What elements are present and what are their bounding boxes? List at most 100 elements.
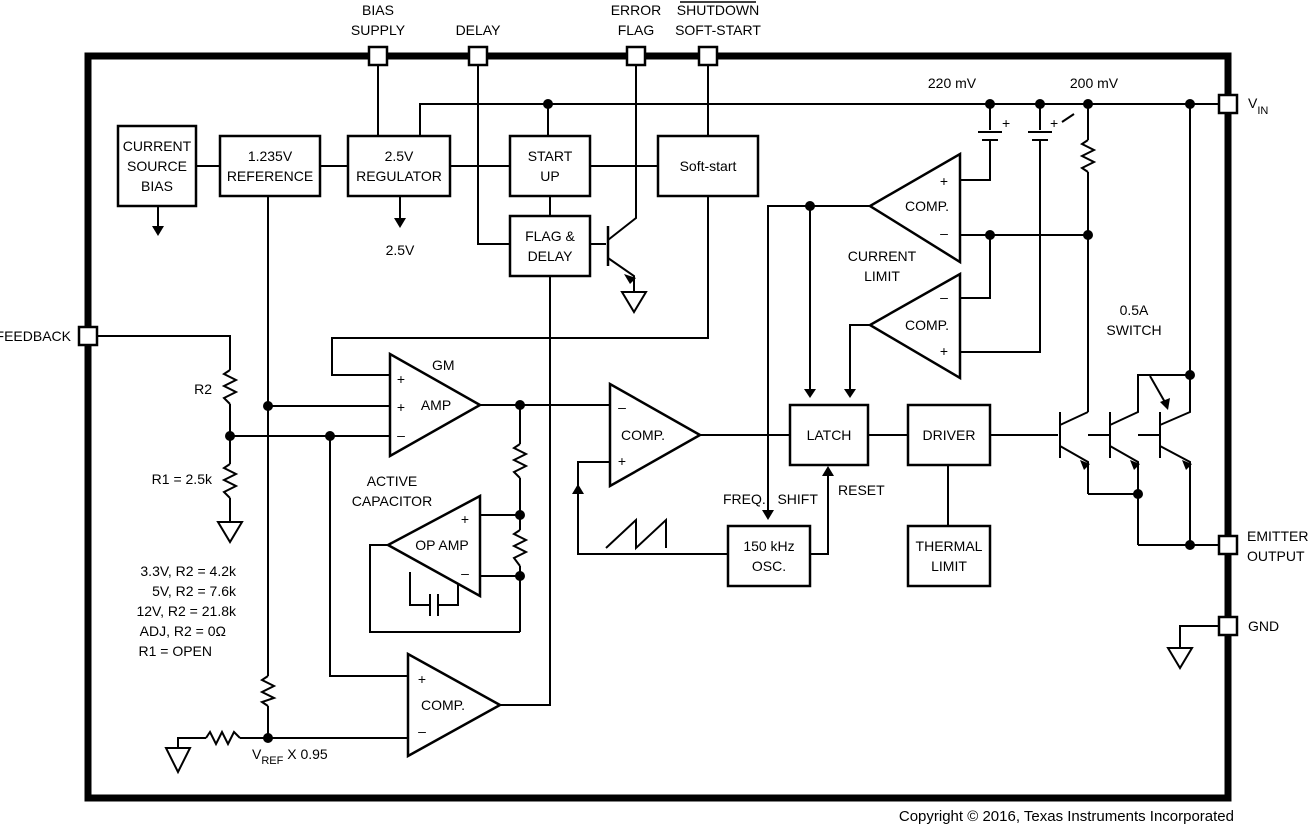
gm-label: GM bbox=[432, 357, 455, 373]
sawtooth-waveform bbox=[605, 517, 667, 551]
ground-vref bbox=[164, 747, 192, 775]
svg-text:COMP.: COMP. bbox=[421, 697, 465, 713]
svg-text:GND: GND bbox=[1248, 618, 1279, 634]
label-reset: RESET bbox=[838, 482, 885, 498]
svg-text:FLAG: FLAG bbox=[618, 22, 655, 38]
svg-text:VIN: VIN bbox=[1248, 95, 1268, 117]
svg-text:SHUTDOWN: SHUTDOWN bbox=[677, 2, 759, 18]
pin-vin: VIN bbox=[1217, 93, 1268, 117]
block-softstart: Soft-start bbox=[656, 134, 760, 198]
svg-text:START: START bbox=[528, 148, 573, 164]
svg-text:CURRENT: CURRENT bbox=[123, 138, 192, 154]
comparator-current-limit-mid: COMP. – + bbox=[867, 271, 962, 381]
label-active-capacitor-1: ACTIVE bbox=[367, 473, 418, 489]
svg-text:SUPPLY: SUPPLY bbox=[351, 22, 406, 38]
svg-text:DELAY: DELAY bbox=[456, 22, 502, 38]
resistor-sense bbox=[1079, 139, 1097, 173]
chip-outline bbox=[84, 52, 1232, 802]
svg-text:–: – bbox=[418, 723, 426, 739]
svg-text:+: + bbox=[397, 399, 405, 415]
resistor-vref-horizontal bbox=[205, 729, 241, 747]
pin-emitter-output: EMITTER OUTPUT bbox=[1217, 528, 1308, 564]
svg-text:3.3V, R2 = 4.2k: 3.3V, R2 = 4.2k bbox=[140, 563, 237, 579]
svg-text:BIAS: BIAS bbox=[362, 2, 394, 18]
svg-text:+: + bbox=[940, 173, 948, 189]
svg-text:+: + bbox=[461, 511, 469, 527]
svg-text:SOURCE: SOURCE bbox=[127, 158, 187, 174]
op-amp-active-capacitor: OP AMP + – bbox=[385, 493, 482, 599]
svg-text:REGULATOR: REGULATOR bbox=[356, 168, 442, 184]
arrow-freq-shift bbox=[762, 510, 774, 520]
svg-text:+: + bbox=[940, 343, 948, 359]
svg-text:–: – bbox=[618, 399, 626, 415]
svg-text:SOFT-START: SOFT-START bbox=[675, 22, 761, 38]
arrow-200mv bbox=[1061, 113, 1075, 123]
block-reference: 1.235V REFERENCE bbox=[218, 134, 322, 198]
label-active-capacitor-2: CAPACITOR bbox=[352, 493, 432, 509]
svg-text:LIMIT: LIMIT bbox=[931, 558, 967, 574]
svg-text:2.5V: 2.5V bbox=[385, 148, 414, 164]
arrows bbox=[152, 218, 1192, 520]
svg-text:–: – bbox=[397, 427, 405, 443]
comparator-main: COMP. – + bbox=[608, 381, 703, 489]
pin-shutdown-softstart: SHUTDOWN SOFT-START bbox=[675, 1, 761, 67]
pin-gnd: GND bbox=[1217, 615, 1279, 637]
resistor-gm-load bbox=[511, 443, 529, 479]
plus-sign-220: + bbox=[1002, 115, 1010, 131]
arrow-q3 bbox=[1182, 460, 1192, 470]
label-220mv: 220 mV bbox=[928, 75, 977, 91]
arrow-latch-top bbox=[804, 389, 816, 398]
arrow-current-bias bbox=[152, 226, 164, 236]
svg-text:UP: UP bbox=[540, 168, 559, 184]
gm-amplifier: AMP + + – bbox=[388, 351, 483, 459]
arrow-q1 bbox=[1080, 460, 1090, 470]
resistor-notes: 3.3V, R2 = 4.2k 5V, R2 = 7.6k 12V, R2 = … bbox=[136, 563, 237, 659]
pin-delay: DELAY bbox=[456, 22, 502, 67]
svg-text:ADJ, R2 = 0Ω: ADJ, R2 = 0Ω bbox=[140, 623, 226, 639]
arrow-reset bbox=[822, 466, 834, 476]
resistor-vref-vertical bbox=[259, 675, 277, 707]
arrow-q2 bbox=[1130, 460, 1140, 470]
label-current-limit-2: LIMIT bbox=[864, 268, 900, 284]
svg-text:AMP: AMP bbox=[421, 397, 451, 413]
label-switch-2: SWITCH bbox=[1106, 322, 1161, 338]
svg-text:BIAS: BIAS bbox=[141, 178, 173, 194]
voltage-source-220mv bbox=[978, 131, 1002, 141]
arrow-switch bbox=[1160, 398, 1170, 410]
label-r1: R1 = 2.5k bbox=[152, 471, 213, 487]
pin-bias-supply: BIAS SUPPLY bbox=[351, 2, 406, 67]
svg-text:–: – bbox=[940, 289, 948, 305]
svg-text:R1 = OPEN: R1 = OPEN bbox=[138, 643, 212, 659]
ground-symbols bbox=[164, 291, 1194, 775]
svg-text:–: – bbox=[940, 225, 948, 241]
arrow-25v bbox=[394, 218, 406, 228]
resistor-r1 bbox=[221, 463, 239, 499]
svg-text:REFERENCE: REFERENCE bbox=[227, 168, 313, 184]
svg-text:FEEDBACK: FEEDBACK bbox=[0, 328, 72, 344]
label-r2: R2 bbox=[194, 381, 212, 397]
comparator-bottom: COMP. + – bbox=[406, 651, 503, 759]
svg-text:FLAG &: FLAG & bbox=[525, 228, 575, 244]
svg-text:COMP.: COMP. bbox=[621, 427, 665, 443]
svg-text:+: + bbox=[618, 453, 626, 469]
label-freq-shift: FREQ. SHIFT bbox=[723, 491, 818, 507]
block-latch: LATCH bbox=[788, 403, 870, 467]
svg-text:COMP.: COMP. bbox=[905, 198, 949, 214]
copyright: Copyright © 2016, Texas Instruments Inco… bbox=[899, 808, 1234, 825]
block-current-source-bias: CURRENT SOURCE BIAS bbox=[116, 124, 198, 208]
svg-text:150 kHz: 150 kHz bbox=[743, 538, 794, 554]
svg-text:COMP.: COMP. bbox=[905, 317, 949, 333]
plus-sign-200: + bbox=[1050, 115, 1058, 131]
label-200mv: 200 mV bbox=[1070, 75, 1119, 91]
label-vref: VREF X 0.95 bbox=[252, 746, 328, 767]
pin-feedback: FEEDBACK bbox=[0, 325, 99, 347]
junction-dots bbox=[225, 99, 1195, 743]
comparator-current-limit-top: COMP. + – bbox=[867, 151, 962, 265]
svg-text:EMITTER: EMITTER bbox=[1247, 528, 1308, 544]
wiring bbox=[96, 64, 1228, 748]
svg-text:+: + bbox=[397, 371, 405, 387]
svg-text:Soft-start: Soft-start bbox=[680, 158, 737, 174]
block-flag-delay: FLAG & DELAY bbox=[508, 214, 592, 278]
arrow-flag-emitter bbox=[624, 274, 636, 284]
block-oscillator: 150 kHz OSC. bbox=[726, 524, 812, 588]
